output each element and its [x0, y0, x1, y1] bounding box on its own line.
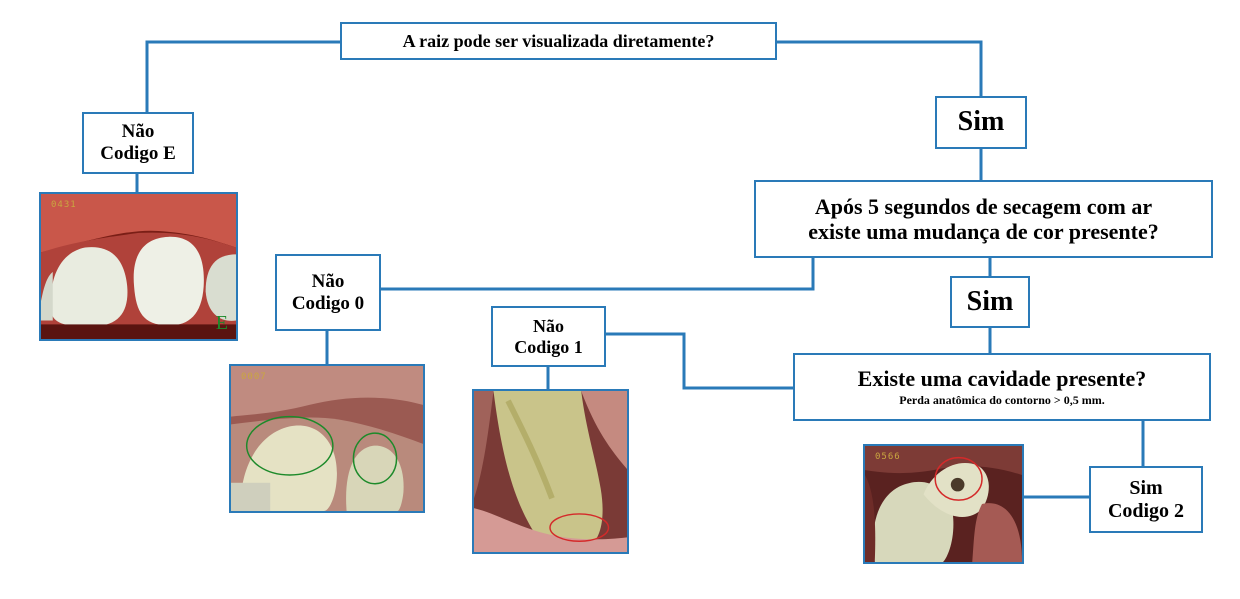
no-code-e-box: Não Codigo E	[82, 112, 194, 174]
yes-box-1: Sim	[935, 96, 1027, 149]
connector-root-no	[145, 40, 340, 112]
color-question-line1: Após 5 segundos de secagem com ar	[814, 193, 1153, 219]
photo-code-e: 0431 E	[39, 192, 238, 341]
cavity-question-subtitle: Perda anatômica do contorno > 0,5 mm.	[899, 393, 1105, 408]
connector-q3-no1	[606, 332, 793, 390]
connector-q2-no0	[380, 258, 815, 291]
color-change-question-box: Após 5 segundos de secagem com ar existe…	[754, 180, 1213, 258]
yes-label-1: Sim	[957, 106, 1005, 138]
tooth-code1-image	[474, 391, 627, 552]
yes-code-2-line1: Sim	[1129, 476, 1163, 499]
yes-code-2-box: Sim Codigo 2	[1089, 466, 1203, 533]
tooth-code2-image	[865, 446, 1022, 562]
cavity-question-box: Existe uma cavidade presente? Perda anat…	[793, 353, 1211, 421]
yes-code-2-line2: Codigo 2	[1107, 499, 1185, 522]
teeth-front-image	[41, 194, 236, 339]
root-question-text: A raiz pode ser visualizada diretamente?	[402, 30, 715, 51]
teeth-code0-image	[231, 366, 423, 511]
no-code-1-line2: Codigo 1	[514, 336, 583, 357]
color-question-line2: existe uma mudança de cor presente?	[808, 219, 1159, 244]
yes-box-2: Sim	[950, 276, 1030, 328]
photo-code0-stamp: 0007	[241, 372, 267, 382]
no-code-0-line1: Não	[311, 270, 345, 292]
photo-code2-stamp: 0566	[875, 452, 901, 462]
connector-root-yes	[776, 40, 983, 96]
photo-code-2: 0566	[863, 444, 1024, 564]
no-code-0-box: Não Codigo 0	[275, 254, 381, 331]
no-code-e-line2: Codigo E	[100, 143, 176, 164]
no-code-0-line2: Codigo 0	[291, 292, 365, 314]
yes-label-2: Sim	[966, 285, 1014, 317]
no-code-1-line1: Não	[533, 315, 564, 336]
photo-e-mark: E	[215, 312, 228, 334]
no-code-e-line1: Não	[121, 121, 155, 143]
root-question-box: A raiz pode ser visualizada diretamente?	[340, 22, 777, 60]
no-code-1-box: Não Codigo 1	[491, 306, 606, 367]
cavity-question-title: Existe uma cavidade presente?	[857, 365, 1147, 391]
photo-code-1	[472, 389, 629, 554]
photo-e-stamp: 0431	[51, 200, 77, 210]
photo-code-0: 0007	[229, 364, 425, 513]
